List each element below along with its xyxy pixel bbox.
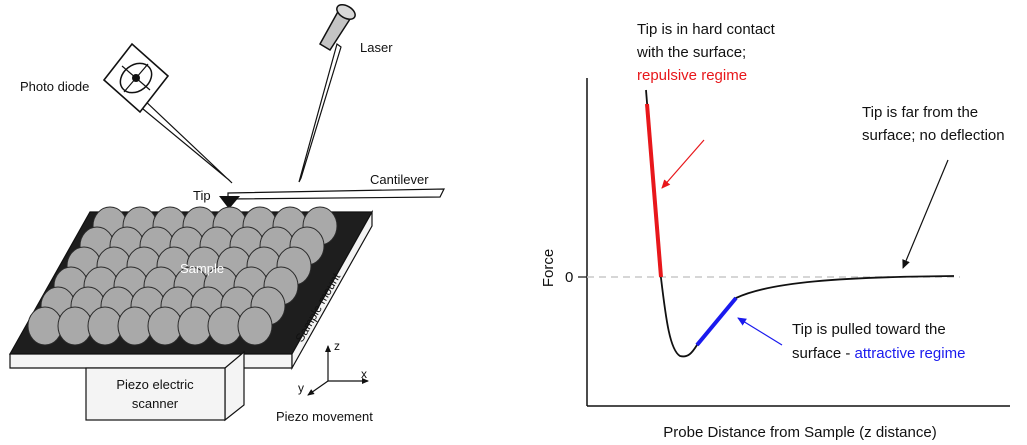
axis-y-label: y (298, 381, 304, 395)
force-curve (645, 89, 955, 358)
piezo-movement-label: Piezo movement (276, 409, 373, 424)
sample-sphere (27, 306, 63, 346)
sample-sphere (117, 306, 153, 346)
piezo-axes: z x y Piezo movement (276, 339, 373, 424)
sample-spheres (27, 206, 338, 346)
cantilever: Cantilever Tip (193, 172, 445, 209)
sample-sphere (177, 306, 213, 346)
repulsive-arrow (661, 139, 705, 189)
repulsive-note-line1: Tip is in hard contact (637, 21, 776, 38)
far-note-line2: surface; no deflection (862, 127, 1005, 144)
repulsive-segment (645, 103, 663, 278)
tip-label: Tip (193, 188, 211, 203)
sample-sphere (147, 306, 183, 346)
axis-z-label: z (334, 339, 340, 353)
attractive-note-line1: Tip is pulled toward the (792, 321, 946, 338)
scanner-label-line1: Piezo electric (116, 377, 194, 392)
axis-x-label: x (361, 367, 367, 381)
attractive-note-highlight: attractive regime (855, 345, 966, 362)
sample-sphere (237, 306, 273, 346)
force-distance-plot: 0 Force Probe Distance from Sample (z di… (540, 21, 1010, 441)
repulsive-note-line2: with the surface; (636, 44, 746, 61)
far-note-line1: Tip is far from the (862, 104, 978, 121)
zero-tick-label: 0 (565, 269, 573, 286)
afm-setup-diagram: Laser Photo diode Cantilever Tip Sample … (8, 4, 445, 424)
far-arrow (902, 159, 949, 269)
cantilever-label: Cantilever (370, 172, 429, 187)
sample-sphere (207, 306, 243, 346)
laser: Laser (298, 4, 393, 183)
sample-sphere (57, 306, 93, 346)
photo-diode-label: Photo diode (20, 79, 89, 94)
attractive-note-line2: surface - attractive regime (792, 345, 965, 362)
y-axis-label: Force (540, 249, 557, 287)
x-axis-label: Probe Distance from Sample (z distance) (663, 424, 936, 441)
scanner-label-line2: scanner (132, 396, 179, 411)
photo-diode: Photo diode (20, 42, 233, 184)
attractive-arrow (737, 317, 783, 346)
sample-label: Sample (180, 261, 224, 276)
laser-label: Laser (360, 40, 393, 55)
piezo-scanner: Piezo electric scanner (85, 350, 245, 422)
repulsive-note-line3: repulsive regime (637, 67, 747, 84)
attractive-segment (695, 296, 738, 347)
sample-sphere (87, 306, 123, 346)
attractive-note-prefix: surface - (792, 345, 855, 362)
